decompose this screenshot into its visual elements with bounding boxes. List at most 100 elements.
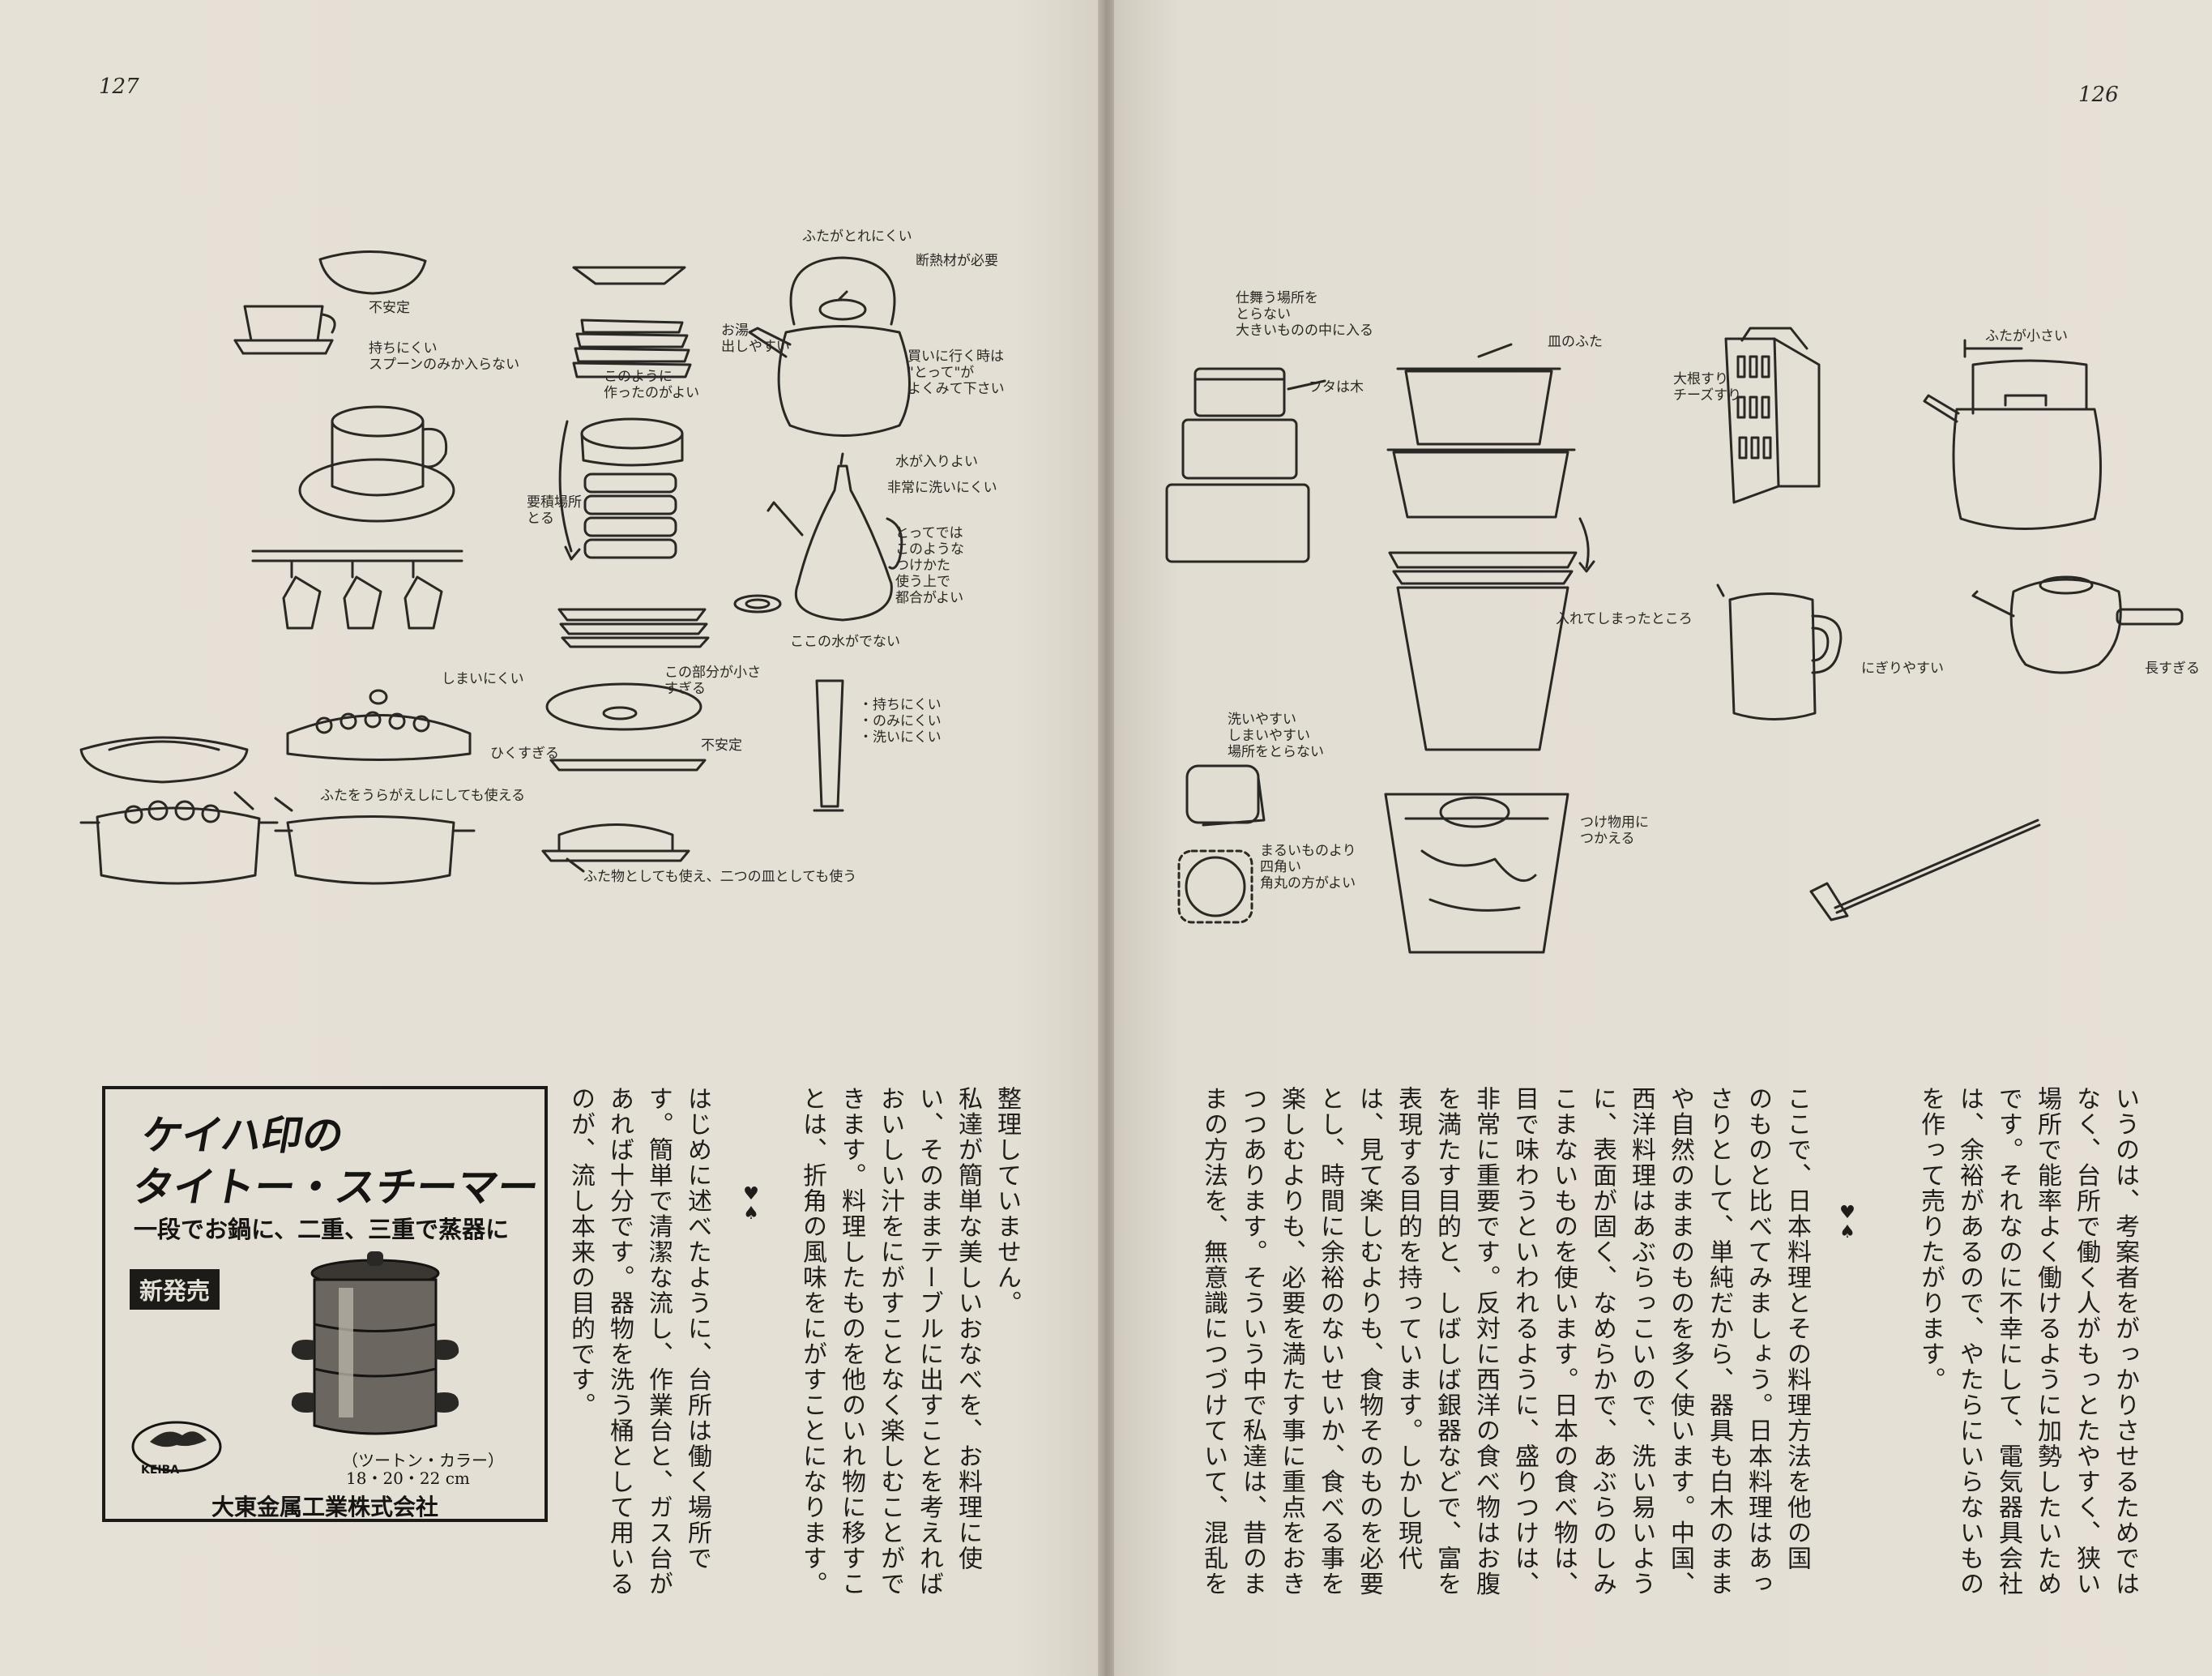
cup-sketch bbox=[233, 250, 427, 355]
grater-sketch bbox=[1724, 327, 1821, 504]
ad-title-line1: ケイハ印の bbox=[138, 1112, 348, 1159]
square-containers-sketch bbox=[1177, 764, 1266, 924]
ad-color-label: （ツートン・カラー） bbox=[342, 1451, 504, 1470]
text-column: いうのは、考案者をがっかりさせるためでは bbox=[2111, 1086, 2139, 1597]
text-column: まの方法を、無意識につづけていて、混乱を bbox=[1199, 1086, 1228, 1597]
text-column: です。それなのに不幸にして、電気器具会社 bbox=[1994, 1086, 2022, 1597]
right-page: 126 bbox=[1114, 0, 2212, 1676]
text-column: 目で味わうといわれるように、盛りつけは、 bbox=[1510, 1086, 1539, 1597]
kettle-right-sketch bbox=[1923, 339, 2102, 530]
text-column: 私達が簡単な美しいおなべを、お料理に使 bbox=[954, 1086, 982, 1571]
text-column: おいしい汁をにがすことなく楽しむことがで bbox=[876, 1086, 904, 1597]
note-pot-water: 水が入りよい bbox=[895, 454, 978, 470]
note-tray-hard: しまいにくい bbox=[442, 671, 524, 687]
note-butter-dish: ふた物としても使え、二つの皿としても使う bbox=[583, 869, 857, 885]
note-stack-bowls: このように 作ったのがよい bbox=[604, 369, 700, 401]
text-column: は、余裕があるので、やたらにいらないもの bbox=[1955, 1086, 1984, 1597]
text-column: 表現する目的を持っています。しかし現代 bbox=[1394, 1086, 1422, 1571]
ad-subtitle: 一段でお鍋に、二重、三重で蒸器に bbox=[134, 1216, 510, 1243]
text-column: あれば十分です。器物を洗う桶として用いる bbox=[605, 1086, 634, 1597]
left-page: 127 bbox=[0, 0, 1102, 1676]
note-lid-wood: フタは木 bbox=[1309, 379, 1364, 395]
note-nested: 入れてしまったところ bbox=[1556, 611, 1693, 627]
text-column: きます。料理したものを他のいれ物に移すこ bbox=[837, 1086, 865, 1597]
note-plate-unstable: 不安定 bbox=[701, 738, 742, 754]
bowl-stack-sketch bbox=[558, 266, 692, 561]
note-stack-space: 要積場所 とる bbox=[527, 494, 582, 527]
text-column: 西洋料理はあぶらっこいので、洗い易いよう bbox=[1627, 1086, 1655, 1597]
text-column: ここで、日本料理とその料理方法を他の国 bbox=[1783, 1086, 1811, 1571]
text-column: す。簡単で清潔な流し、作業台と、ガス台が bbox=[644, 1086, 673, 1597]
note-kettle-hot-water: お湯 出しやすい bbox=[721, 323, 790, 355]
ad-company-name: 大東金属工業株式会社 bbox=[211, 1494, 438, 1520]
note-kettle-lid: ふたがとれにくい bbox=[802, 229, 912, 245]
text-column: さりとして、単純だから、器具も白木のまま bbox=[1705, 1086, 1733, 1597]
note-pot-spout: ここの水がでない bbox=[790, 634, 900, 650]
text-column: なく、台所で働く人がもっとたやすく、狭い bbox=[2072, 1086, 2100, 1597]
note-pot-handle: とってでは このような つけかた 使う上で 都合がよい bbox=[895, 525, 964, 606]
text-column: は、見て楽しむよりも、食物そのものを必要 bbox=[1355, 1086, 1383, 1597]
text-column: 場所で能率よく働けるように加勢したいため bbox=[2033, 1086, 2061, 1597]
casserole-sketch bbox=[79, 689, 476, 885]
glass-sketch bbox=[813, 679, 844, 812]
note-square-easy: 洗いやすい しまいやすい 場所をとらない bbox=[1228, 712, 1324, 760]
mug-sketch bbox=[298, 405, 455, 523]
note-kettle-buy: 買いに行く時は "とって"が よくみて下さい bbox=[907, 348, 1005, 397]
page-number-left: 127 bbox=[99, 75, 139, 99]
note-kettle-design: 断熱材が必要 bbox=[916, 253, 998, 269]
jug-sketch bbox=[1716, 584, 1843, 720]
text-column: を作って売りたがります。 bbox=[1916, 1086, 1945, 1392]
steamer-pot-illustration bbox=[291, 1251, 459, 1435]
text-column: はじめに述べたように、台所は働く場所で bbox=[683, 1086, 711, 1571]
kettle-sketch bbox=[748, 256, 911, 437]
text-column: 非常に重要です。反対に西洋の食べ物はお腹 bbox=[1471, 1086, 1500, 1597]
ad-title: ケイハ印の タイトー・スチーマー bbox=[129, 1109, 553, 1213]
section-ornament: ♥ ♠ bbox=[743, 1184, 759, 1224]
note-cup-hard-to-hold: 持ちにくい スプーンのみか入らない bbox=[369, 340, 520, 373]
note-grater: 大根すり チーズすり bbox=[1673, 371, 1742, 404]
ladle-sketch bbox=[1809, 819, 2041, 921]
note-square-better: まるいものより 四角い 角丸の方がよい bbox=[1260, 843, 1356, 891]
kitchenware-sketches-left bbox=[79, 250, 911, 885]
note-teapot: 長すぎる bbox=[2145, 661, 2200, 677]
page-number-right: 126 bbox=[2078, 83, 2119, 107]
text-column: つつあります。そういう中で私達は、昔のま bbox=[1238, 1086, 1266, 1597]
note-pan-too-low: ひくすぎる bbox=[490, 746, 559, 762]
ad-sizes: 18・20・22 cm bbox=[346, 1469, 470, 1488]
note-cup-unstable: 不安定 bbox=[369, 300, 410, 316]
text-column: のものと比べてみましょう。日本料理はあっ bbox=[1744, 1086, 1772, 1597]
note-lid-plate: 皿のふた bbox=[1548, 334, 1603, 350]
cup-rack-sketch bbox=[251, 549, 463, 630]
text-column: 楽しむよりも、必要を満たす事に重点をおき bbox=[1277, 1086, 1305, 1597]
ad-new-release-badge: 新発売 bbox=[130, 1269, 220, 1310]
ad-title-line2: タイトー・スチーマー bbox=[129, 1164, 543, 1211]
note-pot-wash: 非常に洗いにくい bbox=[887, 480, 997, 496]
text-column: や自然のままのものを多く使います。中国、 bbox=[1666, 1086, 1694, 1597]
note-plate-small: この部分が小さ すぎる bbox=[664, 665, 761, 697]
plates-sketch bbox=[545, 608, 710, 772]
note-kettle-small: ふたが小さい bbox=[1985, 328, 2068, 344]
note-pickles: つけ物用に つかえる bbox=[1580, 814, 1649, 847]
steamer-advertisement: ケイハ印の タイトー・スチーマー 一段でお鍋に、二重、三重で蒸器に 新発売 KE… bbox=[102, 1086, 548, 1522]
ad-color-sizes: （ツートン・カラー） 18・20・22 cm bbox=[318, 1447, 504, 1488]
ad-logo-text: KEIBA bbox=[141, 1464, 180, 1477]
note-storage-space: 仕舞う場所を とらない 大きいものの中に入る bbox=[1236, 290, 1373, 339]
teapot-sketch bbox=[1971, 575, 2184, 674]
text-column: 整理していません。 bbox=[993, 1086, 1021, 1316]
pickle-crock-sketch bbox=[1384, 793, 1569, 954]
text-column: こまないものを使います。日本の食べ物は、 bbox=[1549, 1086, 1578, 1597]
kitchenware-sketches-right bbox=[1165, 327, 2184, 954]
section-ornament: ♥ ♠ bbox=[1839, 1203, 1855, 1242]
note-glass: ・持ちにくい ・のみにくい ・洗いにくい bbox=[859, 697, 942, 746]
text-column: のが、流し本来の目的です。 bbox=[566, 1086, 595, 1418]
keiba-logo-icon bbox=[131, 1421, 222, 1473]
butter-dish-sketch bbox=[541, 823, 690, 873]
text-column: い、そのままテーブルに出すことを考えれば bbox=[915, 1086, 943, 1597]
note-pan-lid: ふたをうらがえしにしても使える bbox=[320, 788, 526, 804]
text-column: とは、折角の風味をにがすことになります。 bbox=[798, 1086, 826, 1597]
text-column: を満たす目的と、しばしば銀器などで、富を bbox=[1433, 1086, 1461, 1597]
coffee-pot-sketch bbox=[733, 452, 903, 622]
text-column: に、表面が固く、なめらかで、あぶらのしみ bbox=[1588, 1086, 1616, 1597]
note-jug: にぎりやすい bbox=[1861, 661, 1944, 677]
